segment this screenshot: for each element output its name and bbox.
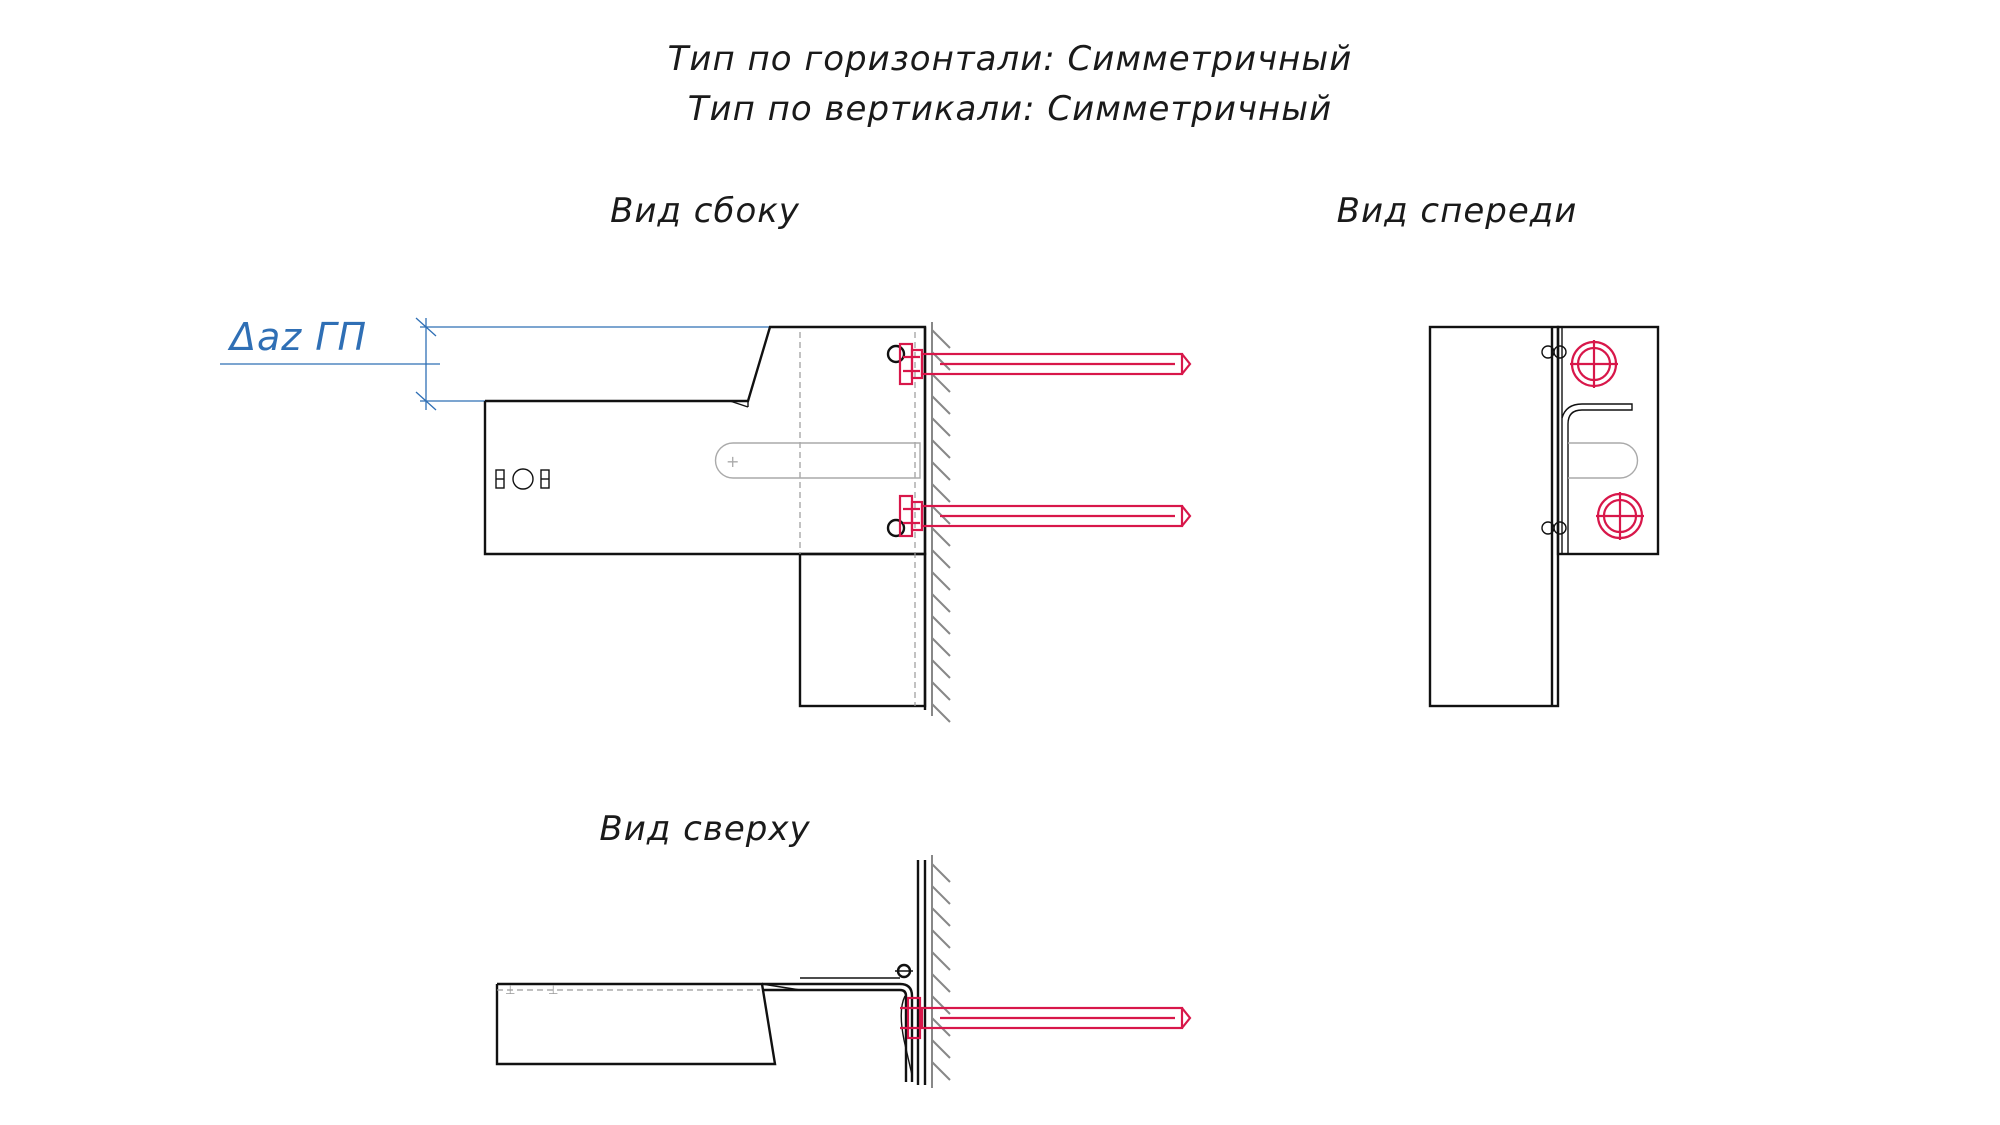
dimension-delta-az: Δaz ГП — [220, 315, 772, 411]
side-view: Δaz ГП + — [220, 315, 1192, 723]
top-wall — [931, 855, 951, 1088]
anchor-bolt-lower — [898, 494, 1192, 538]
side-view-label: Вид сбоку — [610, 191, 800, 231]
marker-icon — [495, 468, 550, 490]
anchor-bolt-upper — [898, 342, 1192, 386]
dimension-label: Δaz ГП — [227, 315, 367, 359]
svg-text:⊥: ⊥ — [548, 983, 558, 997]
rivet-bottom — [886, 518, 906, 538]
side-bracket-body: + — [483, 325, 927, 708]
top-view-label: Вид сверху — [599, 809, 810, 849]
bolt-head-lower-front — [1596, 492, 1644, 540]
svg-text:+: + — [726, 452, 739, 471]
front-view-label: Вид спереди — [1337, 191, 1578, 231]
front-view — [1428, 325, 1660, 708]
header-line-2: Тип по вертикали: Симметричный — [688, 89, 1332, 129]
rivet-top — [886, 344, 906, 364]
header-line-1: Тип по горизонтали: Симметричный — [668, 39, 1353, 79]
bolt-head-upper-front — [1570, 340, 1618, 388]
anchor-bolt-top — [900, 996, 1192, 1040]
side-wall — [923, 322, 951, 723]
svg-text:⊥: ⊥ — [505, 983, 515, 997]
top-view: ⊥ ⊥ — [495, 855, 1192, 1088]
